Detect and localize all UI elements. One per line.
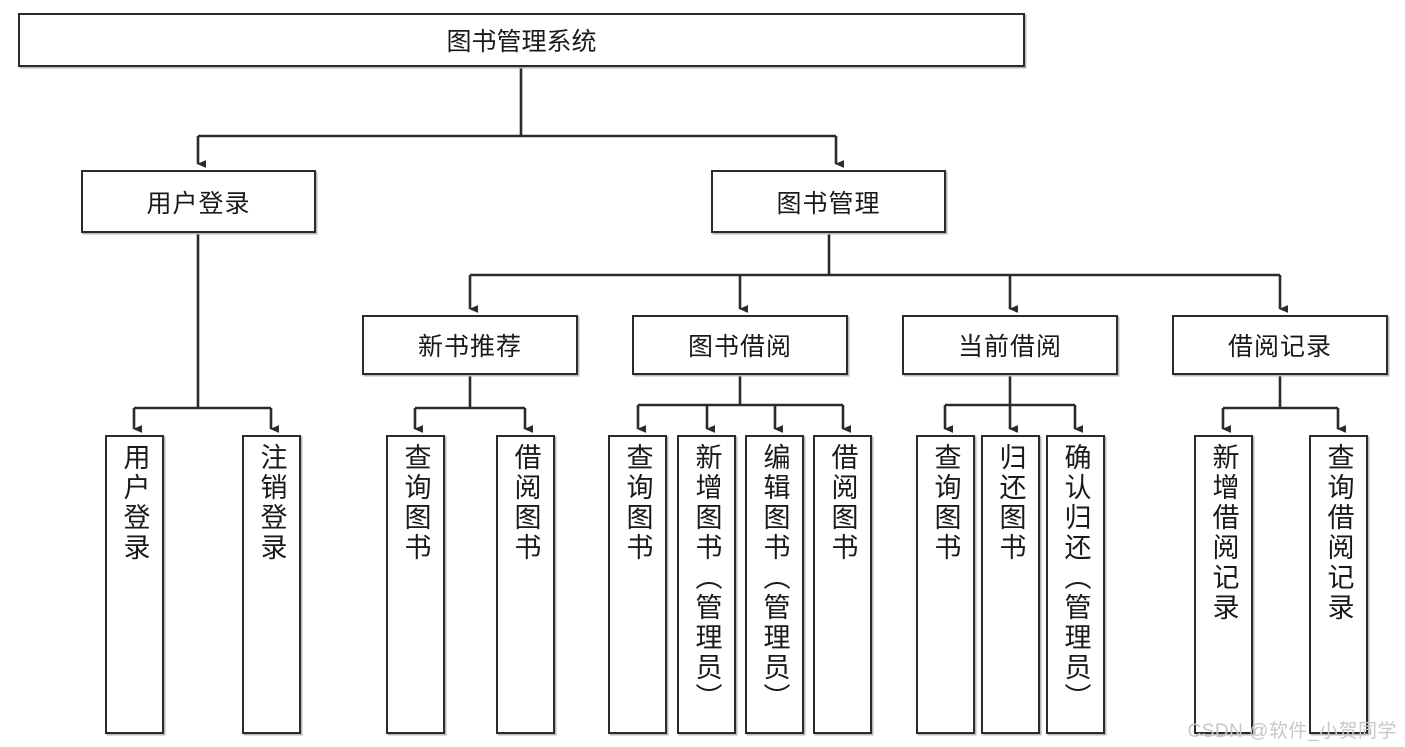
leaf-current-confirm-return-admin[interactable]: 确认归还（管理员） xyxy=(1046,435,1105,734)
node-label: 查询图书 xyxy=(400,443,431,563)
node-label: 确认归还（管理员） xyxy=(1060,443,1091,713)
node-label: 借阅记录 xyxy=(1227,333,1332,361)
node-label: 查询借阅记录 xyxy=(1323,443,1354,623)
node-label: 编辑图书（管理员） xyxy=(759,443,790,713)
node-label: 新增图书（管理员） xyxy=(691,443,722,713)
node-label: 查询图书 xyxy=(622,443,653,563)
node-book-borrow[interactable]: 图书借阅 xyxy=(632,315,848,375)
node-label: 借阅图书 xyxy=(827,443,858,563)
node-label: 图书管理 xyxy=(776,189,881,218)
node-borrow-record[interactable]: 借阅记录 xyxy=(1172,315,1388,375)
leaf-recommend-borrow-book[interactable]: 借阅图书 xyxy=(496,435,555,734)
leaf-recommend-query-book[interactable]: 查询图书 xyxy=(386,435,445,734)
leaf-user-login-signout[interactable]: 注销登录 xyxy=(242,435,301,734)
leaf-current-query-book[interactable]: 查询图书 xyxy=(916,435,975,734)
node-label: 用户登录 xyxy=(119,443,150,563)
csdn-watermark: CSDN @软件_小贺同学 xyxy=(1187,721,1397,742)
node-root-system[interactable]: 图书管理系统 xyxy=(18,13,1025,67)
node-user-login[interactable]: 用户登录 xyxy=(81,170,316,233)
node-new-book-recommend[interactable]: 新书推荐 xyxy=(362,315,578,375)
node-label: 借阅图书 xyxy=(510,443,541,563)
leaf-borrow-add-book-admin[interactable]: 新增图书（管理员） xyxy=(677,435,736,734)
leaf-record-query-record[interactable]: 查询借阅记录 xyxy=(1309,435,1368,734)
node-label: 查询图书 xyxy=(930,443,961,563)
leaf-borrow-borrow-book[interactable]: 借阅图书 xyxy=(813,435,872,734)
node-label: 图书管理系统 xyxy=(446,28,597,56)
node-label: 图书借阅 xyxy=(687,333,792,361)
leaf-record-add-record[interactable]: 新增借阅记录 xyxy=(1194,435,1253,734)
node-label: 注销登录 xyxy=(256,443,287,563)
node-label: 当前借阅 xyxy=(957,333,1062,361)
node-current-borrow[interactable]: 当前借阅 xyxy=(902,315,1118,375)
node-label: 新书推荐 xyxy=(417,333,522,361)
node-label: 用户登录 xyxy=(146,189,251,218)
node-label: 新增借阅记录 xyxy=(1208,443,1239,623)
node-book-management[interactable]: 图书管理 xyxy=(711,170,946,233)
leaf-borrow-edit-book-admin[interactable]: 编辑图书（管理员） xyxy=(745,435,804,734)
leaf-borrow-query-book[interactable]: 查询图书 xyxy=(608,435,667,734)
leaf-current-return-book[interactable]: 归还图书 xyxy=(981,435,1040,734)
node-label: 归还图书 xyxy=(995,443,1026,563)
leaf-user-login-signin[interactable]: 用户登录 xyxy=(105,435,164,734)
